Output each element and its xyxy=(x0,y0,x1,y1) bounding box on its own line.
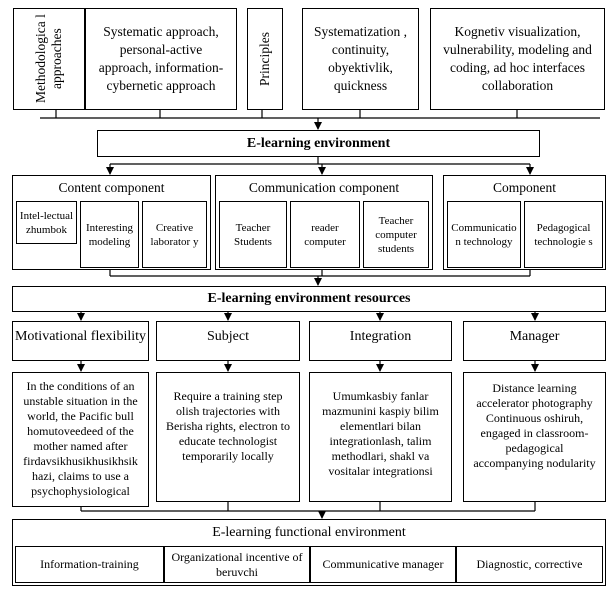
subject-text-box: Require a training step olish trajectori… xyxy=(156,372,300,502)
manager-title: Manager xyxy=(509,329,560,344)
motivational-title: Motivational flexibility xyxy=(14,329,147,344)
integration-title: Integration xyxy=(349,329,412,344)
e-learning-environment-box: E-learning environment xyxy=(97,130,540,157)
content-item-1: Intel-lectual zhumbok xyxy=(16,201,77,244)
communication-component-box: Communication component Teacher Students… xyxy=(215,175,433,270)
integration-title-box: Integration xyxy=(309,321,452,361)
content-component-title: Content component xyxy=(58,180,165,195)
component-title: Component xyxy=(493,180,556,195)
approaches-box: Systematic approach, personal-active app… xyxy=(85,8,237,110)
manager-text-box: Distance learning accelerator photograph… xyxy=(463,372,606,502)
manager-title-box: Manager xyxy=(463,321,606,361)
methodological-approaches-label: Methodologica l approaches xyxy=(33,14,64,104)
e-learning-resources-box: E-learning environment resources xyxy=(12,286,606,312)
functional-environment-title: E-learning functional environment xyxy=(212,525,406,540)
integration-text: Umumkasbiy fanlar mazmunini kaspiy bilim… xyxy=(322,389,439,478)
principles-box: Systematization , continuity, obyektivli… xyxy=(302,8,419,110)
functional-environment-box: E-learning functional environment Inform… xyxy=(12,519,606,586)
e-learning-resources-label: E-learning environment resources xyxy=(207,291,411,306)
component-item-1: Communicatio n technology xyxy=(447,201,521,268)
approaches-text: Systematic approach, personal-active app… xyxy=(98,24,224,93)
motivational-title-box: Motivational flexibility xyxy=(12,321,149,361)
integration-text-box: Umumkasbiy fanlar mazmunini kaspiy bilim… xyxy=(309,372,452,502)
motivational-text: In the conditions of an unstable situati… xyxy=(23,379,138,498)
functional-item-2: Organizational incentive of beruvchi xyxy=(164,546,310,583)
subject-text: Require a training step olish trajectori… xyxy=(166,389,290,463)
subject-title-box: Subject xyxy=(156,321,300,361)
communication-item-3: Teacher computer students xyxy=(363,201,429,268)
visualization-box: Kognetiv visualization, vulnerability, m… xyxy=(430,8,605,110)
principles-text: Systematization , continuity, obyektivli… xyxy=(314,24,407,93)
communication-item-1: Teacher Students xyxy=(219,201,287,268)
functional-item-4: Diagnostic, corrective xyxy=(456,546,603,583)
motivational-text-box: In the conditions of an unstable situati… xyxy=(12,372,149,507)
functional-item-1: Information-training xyxy=(15,546,164,583)
functional-item-3: Communicative manager xyxy=(310,546,456,583)
methodological-approaches-box: Methodologica l approaches xyxy=(13,8,85,110)
communication-component-title: Communication component xyxy=(248,180,400,195)
component-box: Component Communicatio n technology Peda… xyxy=(443,175,606,270)
principles-label-box: Principles xyxy=(247,8,283,110)
manager-text: Distance learning accelerator photograph… xyxy=(473,381,596,470)
communication-item-2: reader computer xyxy=(290,201,360,268)
content-component-box: Content component Intel-lectual zhumbok … xyxy=(12,175,211,270)
principles-label: Principles xyxy=(257,32,272,86)
content-item-2: Interesting modeling xyxy=(80,201,139,268)
content-item-3: Creative laborator y xyxy=(142,201,207,268)
subject-title: Subject xyxy=(207,329,249,344)
e-learning-environment-label: E-learning environment xyxy=(246,135,391,151)
visualization-text: Kognetiv visualization, vulnerability, m… xyxy=(443,24,592,93)
component-item-2: Pedagogical technologie s xyxy=(524,201,603,268)
